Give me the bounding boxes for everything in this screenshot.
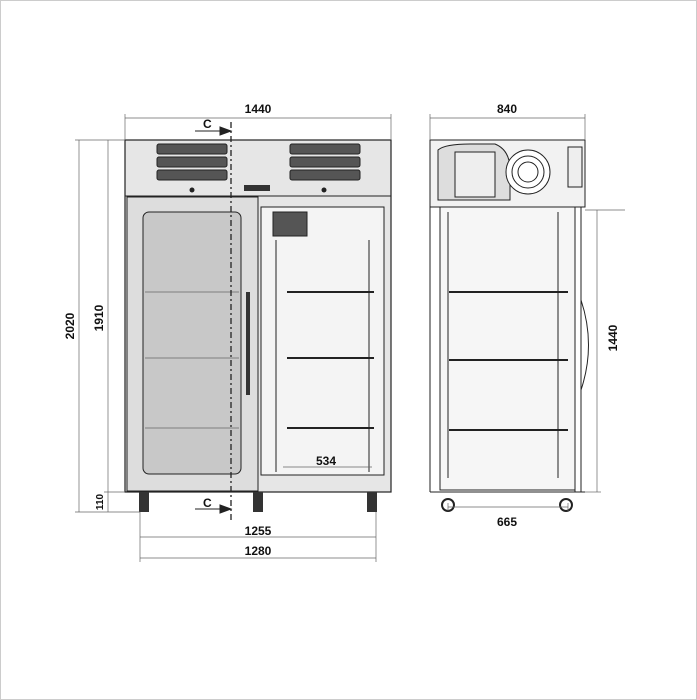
- lock-left: [189, 187, 195, 193]
- dim-height-body: 1910: [92, 304, 106, 331]
- evaporator: [272, 211, 308, 237]
- side-shelves: [449, 291, 568, 431]
- section-arrow-top: [195, 126, 233, 136]
- front-view: C C: [124, 117, 392, 520]
- side-view: [429, 139, 589, 512]
- section-label-top: C: [203, 117, 212, 131]
- fan-icon: [505, 149, 551, 195]
- feet: [139, 492, 377, 512]
- dim-feet-span: 1255: [245, 524, 272, 538]
- vent-right: [289, 143, 361, 181]
- dim-leg-height: 110: [95, 493, 106, 510]
- front-dimensions: 1440 2020 1910 110 534 1255 1280: [63, 102, 392, 562]
- dim-inner-width: 534: [316, 454, 336, 468]
- side-body: [439, 206, 576, 491]
- glass-pane: [142, 211, 242, 475]
- dim-height-total: 2020: [63, 312, 77, 339]
- dim-depth: 840: [497, 102, 517, 116]
- control-display: [244, 185, 270, 191]
- section-arrow-bottom: [195, 504, 233, 514]
- lock-right: [321, 187, 327, 193]
- shelves: [287, 291, 374, 429]
- dim-door-height: 1440: [606, 324, 620, 351]
- dim-width: 1440: [245, 102, 272, 116]
- open-compartment: [260, 206, 385, 476]
- dim-wheel-span: 665: [497, 515, 517, 529]
- condenser: [454, 151, 496, 198]
- section-label-bottom: C: [203, 496, 212, 510]
- door-handle: [246, 292, 250, 395]
- vent-left: [156, 143, 228, 181]
- side-dimensions: 840 1440 665: [429, 102, 625, 529]
- side-door-handle: [580, 299, 589, 391]
- dim-base-width: 1280: [245, 544, 272, 558]
